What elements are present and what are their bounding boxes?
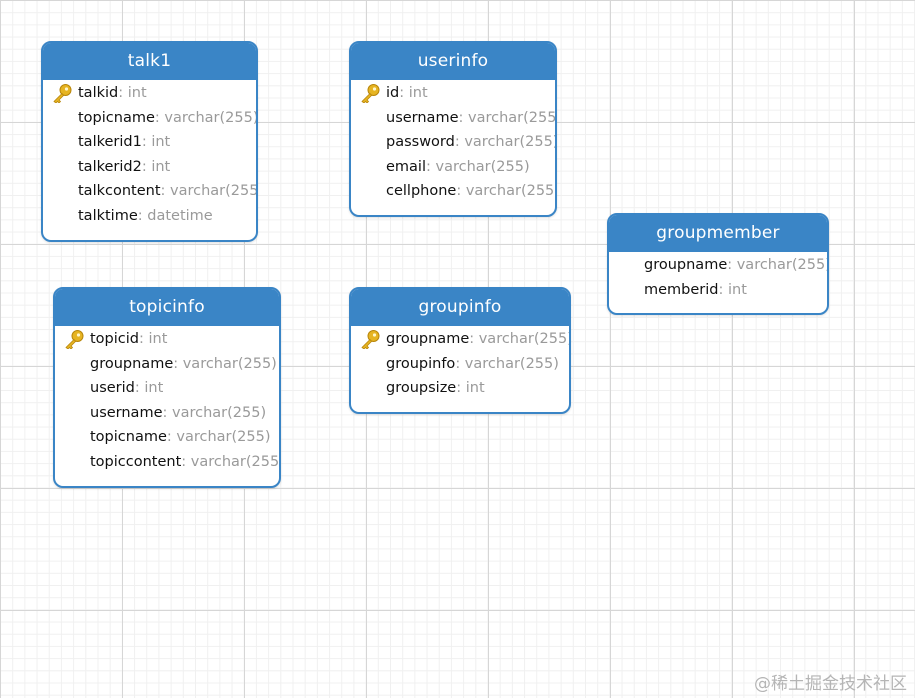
field-name: username: [90, 404, 163, 421]
field-type: : varchar(255): [160, 183, 258, 200]
field-type: : varchar(255): [154, 109, 258, 126]
field-name: memberid: [644, 281, 719, 298]
field-row[interactable]: cellphone: varchar(255): [351, 179, 555, 204]
field-row[interactable]: talkid: int: [43, 81, 256, 106]
field-type: : int: [456, 380, 485, 397]
field-name: topicid: [90, 331, 139, 347]
field-row[interactable]: talkerid2: int: [43, 155, 256, 180]
field-name: cellphone: [386, 183, 457, 200]
field-row[interactable]: groupinfo: varchar(255): [351, 352, 569, 377]
field-type: : int: [399, 85, 428, 101]
table-header: talk1: [43, 43, 256, 80]
table-header: groupmember: [609, 215, 827, 252]
field-name: talktime: [78, 207, 138, 224]
field-row[interactable]: topiccontent: varchar(255): [55, 450, 279, 475]
field-type: : varchar(255): [173, 355, 277, 372]
field-name: email: [386, 158, 426, 175]
field-name: groupname: [386, 331, 470, 347]
field-name: topiccontent: [90, 453, 182, 470]
field-row[interactable]: talktime: datetime: [43, 204, 256, 229]
field-name: talkid: [78, 85, 119, 101]
field-name: groupinfo: [386, 355, 456, 372]
field-row[interactable]: password: varchar(255): [351, 130, 555, 155]
field-row[interactable]: email: varchar(255): [351, 155, 555, 180]
field-row[interactable]: talkcontent: varchar(255): [43, 179, 256, 204]
primary-key-icon: [65, 330, 84, 349]
field-type: : varchar(255): [727, 257, 829, 273]
field-row[interactable]: topicname: varchar(255): [43, 106, 256, 131]
field-name: username: [386, 109, 459, 126]
field-row[interactable]: groupname: varchar(255): [609, 253, 827, 278]
field-list: groupname: varchar(255)groupinfo: varcha…: [351, 326, 569, 401]
field-row[interactable]: userid: int: [55, 376, 279, 401]
field-name: talkerid2: [78, 158, 142, 175]
field-name: groupname: [644, 257, 728, 273]
field-type: : int: [134, 380, 164, 397]
field-type: : varchar(255): [181, 453, 281, 470]
field-type: : varchar(255): [166, 429, 271, 446]
primary-key-icon: [53, 84, 72, 103]
field-type: : varchar(255): [458, 109, 557, 126]
field-name: userid: [90, 380, 135, 397]
primary-key-icon: [361, 84, 380, 103]
primary-key-icon: [361, 330, 380, 349]
field-row[interactable]: talkerid1: int: [43, 130, 256, 155]
field-row[interactable]: username: varchar(255): [351, 106, 555, 131]
field-row[interactable]: groupname: varchar(255): [351, 327, 569, 352]
field-name: topicname: [78, 109, 155, 126]
field-type: : int: [141, 134, 171, 151]
field-type: : varchar(255): [426, 158, 530, 175]
field-type: : varchar(255): [456, 183, 557, 200]
field-row[interactable]: id: int: [351, 81, 555, 106]
field-type: : varchar(255): [162, 404, 267, 421]
field-name: groupname: [90, 355, 174, 372]
table-groupinfo[interactable]: groupinfo groupname: varchar(255)groupin…: [349, 287, 571, 414]
field-name: talkcontent: [78, 183, 161, 200]
field-type: : varchar(255): [469, 331, 571, 347]
field-type: : int: [139, 331, 168, 347]
field-row[interactable]: topicid: int: [55, 327, 279, 352]
field-name: topicname: [90, 429, 167, 446]
field-type: : int: [718, 281, 747, 298]
table-header: userinfo: [351, 43, 555, 80]
field-row[interactable]: memberid: int: [609, 278, 827, 303]
field-type: : varchar(255): [455, 355, 559, 372]
field-row[interactable]: username: varchar(255): [55, 401, 279, 426]
table-header: topicinfo: [55, 289, 279, 326]
field-type: : int: [141, 158, 171, 175]
field-name: password: [386, 134, 455, 151]
field-type: : datetime: [137, 207, 213, 224]
field-type: : varchar(255): [454, 134, 557, 151]
table-groupmember[interactable]: groupmember groupname: varchar(255)membe…: [607, 213, 829, 315]
watermark: @稀土掘金技术社区: [754, 674, 907, 694]
field-row[interactable]: topicname: varchar(255): [55, 425, 279, 450]
field-name: talkerid1: [78, 134, 142, 151]
field-type: : int: [118, 85, 147, 101]
table-header: groupinfo: [351, 289, 569, 326]
field-name: groupsize: [386, 380, 457, 397]
field-row[interactable]: groupname: varchar(255): [55, 352, 279, 377]
field-row[interactable]: groupsize: int: [351, 376, 569, 401]
field-list: groupname: varchar(255)memberid: int: [609, 252, 827, 302]
field-name: id: [386, 85, 400, 101]
